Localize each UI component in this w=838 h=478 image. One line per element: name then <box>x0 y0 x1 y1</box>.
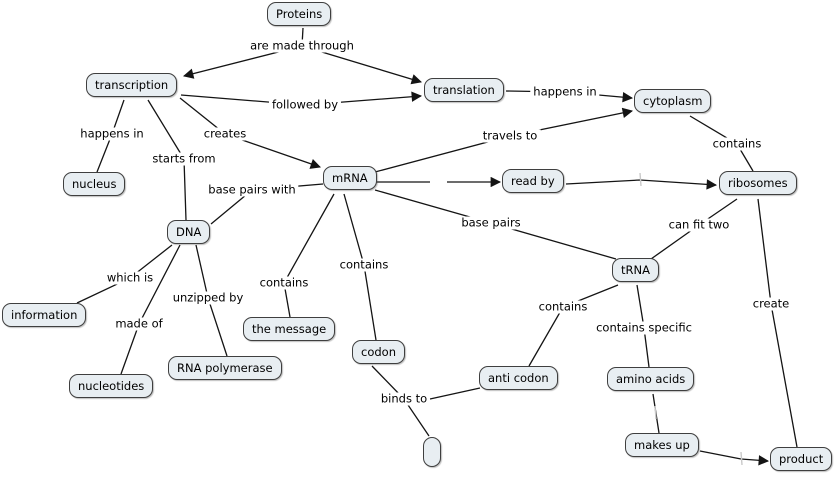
linking-phrase-create[interactable]: create <box>749 297 793 311</box>
concept-node-proteins[interactable]: Proteins <box>267 2 332 26</box>
concept-node-information[interactable]: information <box>2 303 87 327</box>
empty-phrase-tick <box>740 451 743 466</box>
linking-phrase-contains-codon[interactable]: contains <box>336 258 392 272</box>
linking-phrase-base-pairs-with[interactable]: base pairs with <box>205 183 299 197</box>
concept-node-dna[interactable]: DNA <box>167 220 211 244</box>
concept-node-nucleus[interactable]: nucleus <box>63 172 126 196</box>
concept-node-cytoplasm[interactable]: cytoplasm <box>634 89 712 113</box>
concept-node-nucleotides[interactable]: nucleotides <box>69 374 154 398</box>
edge-makesup-product <box>699 450 770 466</box>
concept-node-codon[interactable]: codon <box>352 340 405 364</box>
empty-phrase-tick <box>639 172 642 187</box>
concept-node-unnamed[interactable] <box>423 437 441 467</box>
linking-phrase-contains-specific[interactable]: contains specific <box>593 321 695 335</box>
linking-phrase-travels-to[interactable]: travels to <box>479 129 541 143</box>
concept-node-amino-acids[interactable]: amino acids <box>607 367 695 391</box>
concept-node-read-by[interactable]: read by <box>502 169 564 193</box>
linking-phrase-are-made-through[interactable]: are made through <box>247 39 357 53</box>
linking-phrase-unzipped-by[interactable]: unzipped by <box>169 291 247 305</box>
linking-phrase-which-is[interactable]: which is <box>103 271 157 285</box>
concept-node-anti-codon[interactable]: anti codon <box>479 366 558 390</box>
concept-node-makes-up[interactable]: makes up <box>625 433 699 457</box>
concept-node-mrna[interactable]: mRNA <box>323 166 377 190</box>
linking-phrase-contains-ribosomes[interactable]: contains <box>709 137 765 151</box>
linking-phrase-can-fit-two[interactable]: can fit two <box>665 218 733 232</box>
linking-phrase-happens-in-cytoplasm[interactable]: happens in <box>530 85 600 99</box>
concept-node-product[interactable]: product <box>770 447 833 471</box>
concept-node-ribosomes[interactable]: ribosomes <box>719 171 797 195</box>
edge-bindsto-anticodon <box>429 387 481 400</box>
linking-phrase-binds-to[interactable]: binds to <box>377 392 431 406</box>
linking-phrase-base-pairs[interactable]: base pairs <box>458 216 524 230</box>
edge-dna-madeof-nucleotides <box>120 244 181 375</box>
linking-phrase-creates[interactable]: creates <box>200 127 250 141</box>
concept-node-rna-polymerase[interactable]: RNA polymerase <box>168 356 282 380</box>
concept-node-the-message[interactable]: the message <box>243 317 336 341</box>
empty-phrase-tick <box>654 405 657 420</box>
linking-phrase-starts-from[interactable]: starts from <box>149 152 219 166</box>
concept-node-transcription[interactable]: transcription <box>86 73 178 97</box>
linking-phrase-contains-anticodon[interactable]: contains <box>535 300 591 314</box>
edge-ribosomes-create-product <box>757 198 798 448</box>
linking-phrase-made-of[interactable]: made of <box>112 317 166 331</box>
linking-phrase-followed-by[interactable]: followed by <box>268 98 342 112</box>
concept-node-translation[interactable]: translation <box>424 78 504 102</box>
concept-node-trna[interactable]: tRNA <box>612 258 659 282</box>
linking-phrase-happens-in-nucleus[interactable]: happens in <box>77 127 147 141</box>
edge-mrna-contains-message <box>283 193 335 318</box>
linking-phrase-contains-message[interactable]: contains <box>256 276 312 290</box>
